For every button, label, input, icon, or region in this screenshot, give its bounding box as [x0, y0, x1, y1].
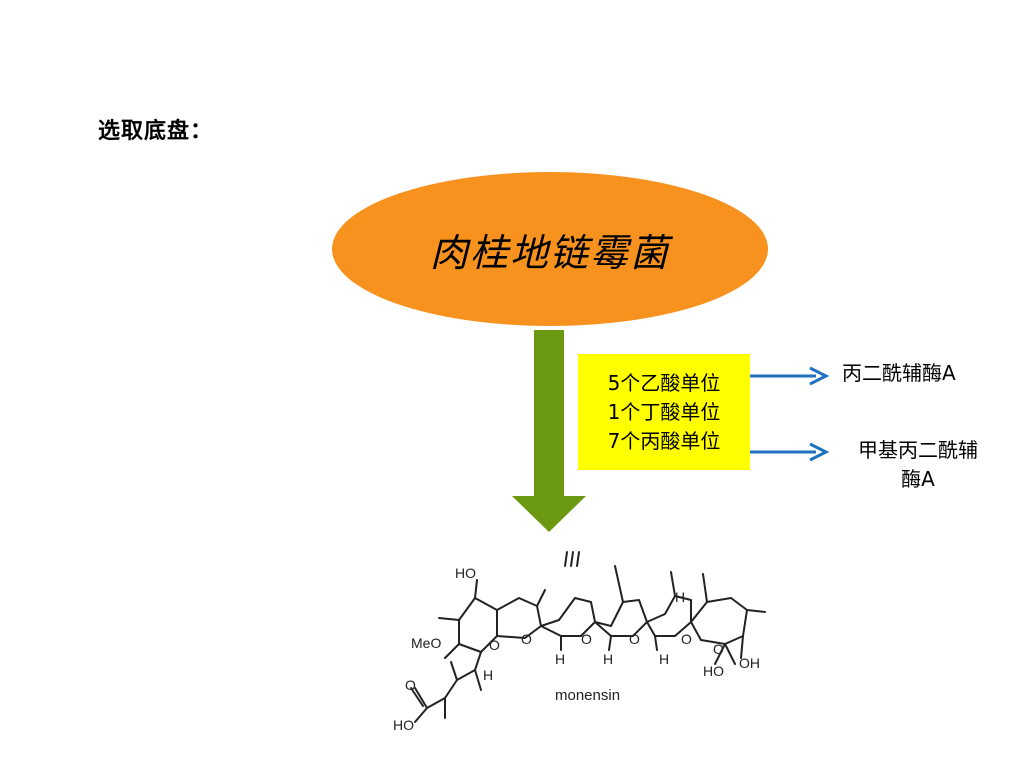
mol-label-h1: H — [483, 667, 493, 683]
mol-label-carbonyl-o: O — [405, 677, 416, 693]
right-arrow-icon-top — [750, 366, 830, 386]
down-arrow-shaft — [534, 330, 564, 496]
enzyme-malonyl-coa: 丙二酰辅酶A — [842, 361, 956, 385]
organism-label: 肉桂地链霉菌 — [429, 230, 670, 275]
mol-label-ho-top: HO — [455, 565, 476, 581]
molecule-name: monensin — [555, 687, 620, 704]
mol-label-o5: O — [681, 631, 692, 647]
mol-label-meo: MeO — [411, 635, 441, 651]
precursor-unit-butyrate: 1个丁酸单位 — [607, 399, 721, 424]
precursor-unit-propionate: 7个丙酸单位 — [607, 428, 721, 453]
slide-heading: 选取底盘： — [98, 119, 214, 144]
mol-label-h5: H — [675, 589, 685, 605]
mol-label-o4: O — [629, 631, 640, 647]
down-arrow-head — [512, 496, 586, 532]
mol-label-o1: O — [489, 637, 500, 653]
mol-label-o3: O — [581, 631, 592, 647]
mol-label-ho-right: HO — [703, 663, 724, 679]
down-arrow-icon — [512, 330, 586, 532]
right-arrow-icon-bottom — [750, 442, 830, 462]
mol-label-ho-bottom: HO — [393, 717, 414, 733]
mol-label-h4: H — [659, 651, 669, 667]
enzyme-methylmalonyl-coa-line1: 甲基丙二酰辅 — [858, 438, 978, 462]
mol-label-o6: O — [713, 641, 724, 657]
enzyme-methylmalonyl-coa: 甲基丙二酰辅 酶A — [838, 436, 998, 494]
organism-ellipse: 肉桂地链霉菌 — [332, 172, 768, 326]
mol-label-h3: H — [603, 651, 613, 667]
enzyme-methylmalonyl-coa-line2: 酶A — [901, 467, 935, 491]
precursor-units-box: 5个乙酸单位 1个丁酸单位 7个丙酸单位 — [578, 354, 750, 470]
precursor-unit-acetate: 5个乙酸单位 — [607, 370, 721, 395]
mol-label-h2: H — [555, 651, 565, 667]
monensin-structure: HO MeO O HO O O O O O O H H H H H HO OH … — [393, 551, 766, 733]
mol-label-oh-right: OH — [739, 655, 760, 671]
mol-label-o2: O — [521, 631, 532, 647]
